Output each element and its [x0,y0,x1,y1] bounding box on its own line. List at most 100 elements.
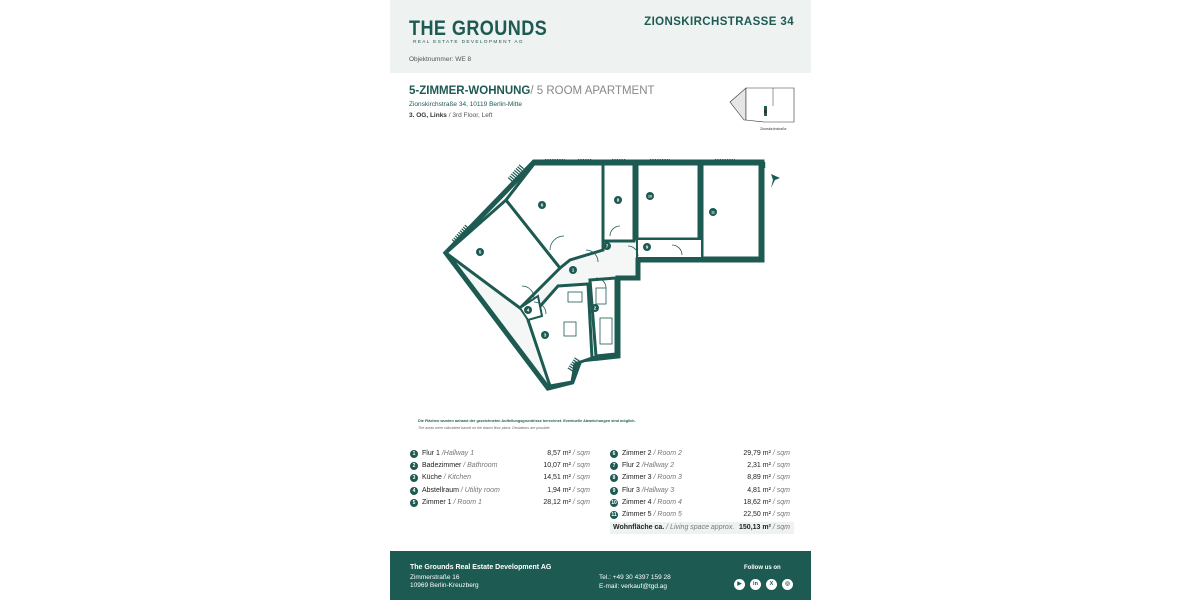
room-marker-label: 4 [527,308,530,313]
room-row: 6 Zimmer 2 / Room 2 29,79 m² / sqm [610,449,790,461]
area-note-de: Die Flächen wurden anhand der gezeichnet… [418,419,636,423]
room-area-unit: / sqm [770,462,790,470]
room-10-area [635,162,701,241]
apartment-title-en: / 5 ROOM APARTMENT [530,85,655,97]
room-name-en: /Hallway 1 [439,450,475,457]
email-link[interactable]: E-mail: verkauf@tgd.ag [599,583,668,590]
room-name-en: / Room 3 [651,474,682,482]
room-name: Flur 2 /Hallway 2 [622,462,674,469]
room-marker-circle [603,242,611,250]
room-area-unit: / sqm [570,486,590,494]
room-row: 7 Flur 2 /Hallway 2 2,31 m² / sqm [610,461,790,473]
room-name-en: / Bathroom [461,462,498,470]
apartment-address: Zionskirchstraße 34, 10119 Berlin-Mitte [409,101,522,108]
xing-icon[interactable]: X [766,579,777,590]
logo-subtitle: REAL ESTATE DEVELOPMENT AG [413,40,524,45]
room-name-en: / Room 2 [651,450,682,457]
room-name-en: / Room 1 [451,498,482,506]
company-street: Zimmerstraße 16 [410,574,460,581]
room-name-de: Zimmer 1 [422,498,452,506]
room-marker-circle [569,266,577,274]
room-number-badge: 6 [610,450,618,458]
footer: The Grounds Real Estate Development AG Z… [390,551,811,600]
room-area-unit: / sqm [570,450,590,457]
key-plan [729,87,795,123]
instagram-icon[interactable]: ◎ [782,579,793,590]
room-area: 22,50 m² / sqm [743,511,790,518]
room-area-value: 28,12 m² [543,498,571,506]
room-number-badge: 2 [410,462,418,471]
room-marker-label: 1 [572,268,575,273]
room-name-de: Abstellraum [422,486,459,494]
room-marker-label: 10 [648,195,652,199]
apartment-floor: 3. OG, Links / 3rd Floor, Left [409,112,492,119]
youtube-icon[interactable]: ▶ [734,579,745,590]
room-marker-label: 7 [606,244,609,249]
room-marker-circle [541,331,549,339]
room-marker-label: 6 [541,203,544,208]
room-6-area [504,162,605,271]
room-area-value: 2,31 m² [747,462,771,470]
room-name-en: /Hallway 3 [639,486,675,494]
room-name-de: Badezimmer [422,462,462,470]
room-marker-label: 9 [646,245,649,250]
room-marker-circle [643,243,651,251]
linkedin-icon[interactable]: in [750,579,761,590]
room-area-value: 8,89 m² [747,474,771,482]
total-area-value: 150,13 m² [739,524,771,531]
company-city: 10969 Berlin-Kreuzberg [410,582,479,589]
room-name-de: Zimmer 3 [622,474,652,482]
room-name-en: / Room 4 [651,498,682,506]
room-name: Zimmer 4 / Room 4 [622,499,682,506]
room-area: 14,51 m² / sqm [543,474,590,481]
room-name-en: / Utility room [458,486,500,494]
north-label: N [760,161,766,170]
apartment-title: 5-ZIMMER-WOHNUNG/ 5 ROOM APARTMENT [409,85,655,97]
room-area: 8,57 m² / sqm [547,450,590,457]
room-area-value: 22,50 m² [743,510,771,518]
room-3-area [526,282,594,388]
room-area-unit: / sqm [770,486,790,494]
company-name: The Grounds Real Estate Development AG [410,564,552,571]
total-label: Wohnfläche ca. / Living space approx. [613,524,734,531]
apartment-title-de: 5-ZIMMER-WOHNUNG [409,85,531,97]
area-note-en: The areas were calculated based on the d… [418,426,551,430]
room-name: Zimmer 2 / Room 2 [622,450,682,457]
room-area: 8,89 m² / sqm [747,474,790,481]
room-name: Badezimmer / Bathroom [422,462,497,469]
room-name: Küche / Kitchen [422,474,471,481]
header: THE GROUNDS REAL ESTATE DEVELOPMENT AG O… [390,0,811,73]
room-number-badge: 3 [410,474,418,483]
room-marker-circle [591,304,599,312]
room-name: Zimmer 5 / Room 5 [622,511,682,518]
room-area: 1,94 m² / sqm [547,487,590,494]
object-number: Objektnummer: WE 8 [409,56,472,63]
room-marker-circle [646,192,654,200]
total-area-row: Wohnfläche ca. / Living space approx. 15… [610,522,794,534]
room-marker-label: 3 [544,333,547,338]
room-area-unit: / sqm [770,450,790,457]
phone-link[interactable]: Tel.: +49 30 4397 159 28 [599,574,671,581]
floor-de: 3. OG, Links [409,112,447,119]
room-number-badge: 4 [410,486,418,495]
room-area-value: 8,57 m² [547,450,571,457]
room-area-value: 1,94 m² [547,486,571,494]
room-name-de: Flur 2 [622,462,640,470]
room-area: 28,12 m² / sqm [543,499,590,506]
room-area: 2,31 m² / sqm [747,462,790,469]
keyplan-street-label: Zionskirchstraße [760,127,787,131]
total-area-unit: / sqm [770,524,790,531]
room-marker-label: 2 [594,306,597,311]
room-area: 18,62 m² / sqm [743,499,790,506]
room-row: 3 Küche / Kitchen 14,51 m² / sqm [410,473,590,485]
room-name-en: /Hallway 2 [639,462,675,470]
room-area: 29,79 m² / sqm [743,450,790,457]
room-number-badge: 7 [610,462,618,471]
floor-en: / 3rd Floor, Left [446,112,493,119]
room-area-value: 4,81 m² [747,486,771,494]
